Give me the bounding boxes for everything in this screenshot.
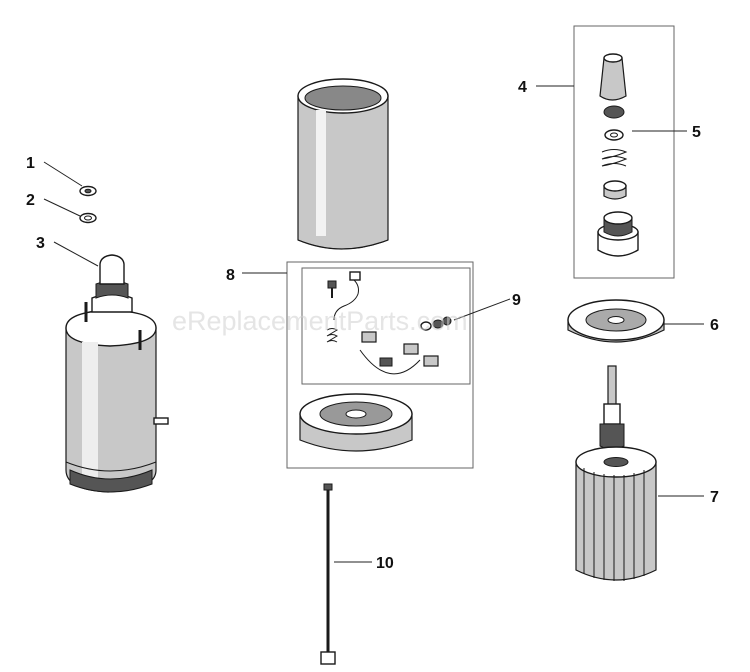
armature	[575, 365, 657, 581]
callout-7: 7	[710, 489, 719, 506]
drive-kit-parts	[597, 53, 639, 257]
brush-kit-box	[301, 267, 471, 385]
callouts: 1 2 3 4 5 6 7 8 9 10	[26, 79, 719, 572]
drive-kit-box	[573, 25, 675, 279]
brush-kit-parts	[326, 271, 452, 375]
callout-4: 4	[518, 79, 527, 96]
callout-5: 5	[692, 124, 701, 141]
end-cap-kit-box	[286, 261, 474, 469]
starter-motor-assembly	[65, 254, 169, 493]
watermark-text: eReplacementParts.com	[172, 306, 468, 336]
leader-lines	[43, 85, 704, 563]
frame-tube	[297, 78, 389, 250]
washer-part	[79, 212, 97, 224]
callout-9: 9	[512, 292, 521, 309]
nut-part	[79, 185, 97, 197]
end-cap	[299, 393, 413, 452]
callout-6: 6	[710, 317, 719, 334]
drive-end-plate	[567, 299, 665, 343]
callout-8: 8	[226, 267, 235, 284]
callout-2: 2	[26, 192, 35, 209]
callout-10: 10	[376, 555, 394, 572]
callout-1: 1	[26, 155, 35, 172]
callout-3: 3	[36, 235, 45, 252]
through-bolt	[320, 483, 336, 665]
